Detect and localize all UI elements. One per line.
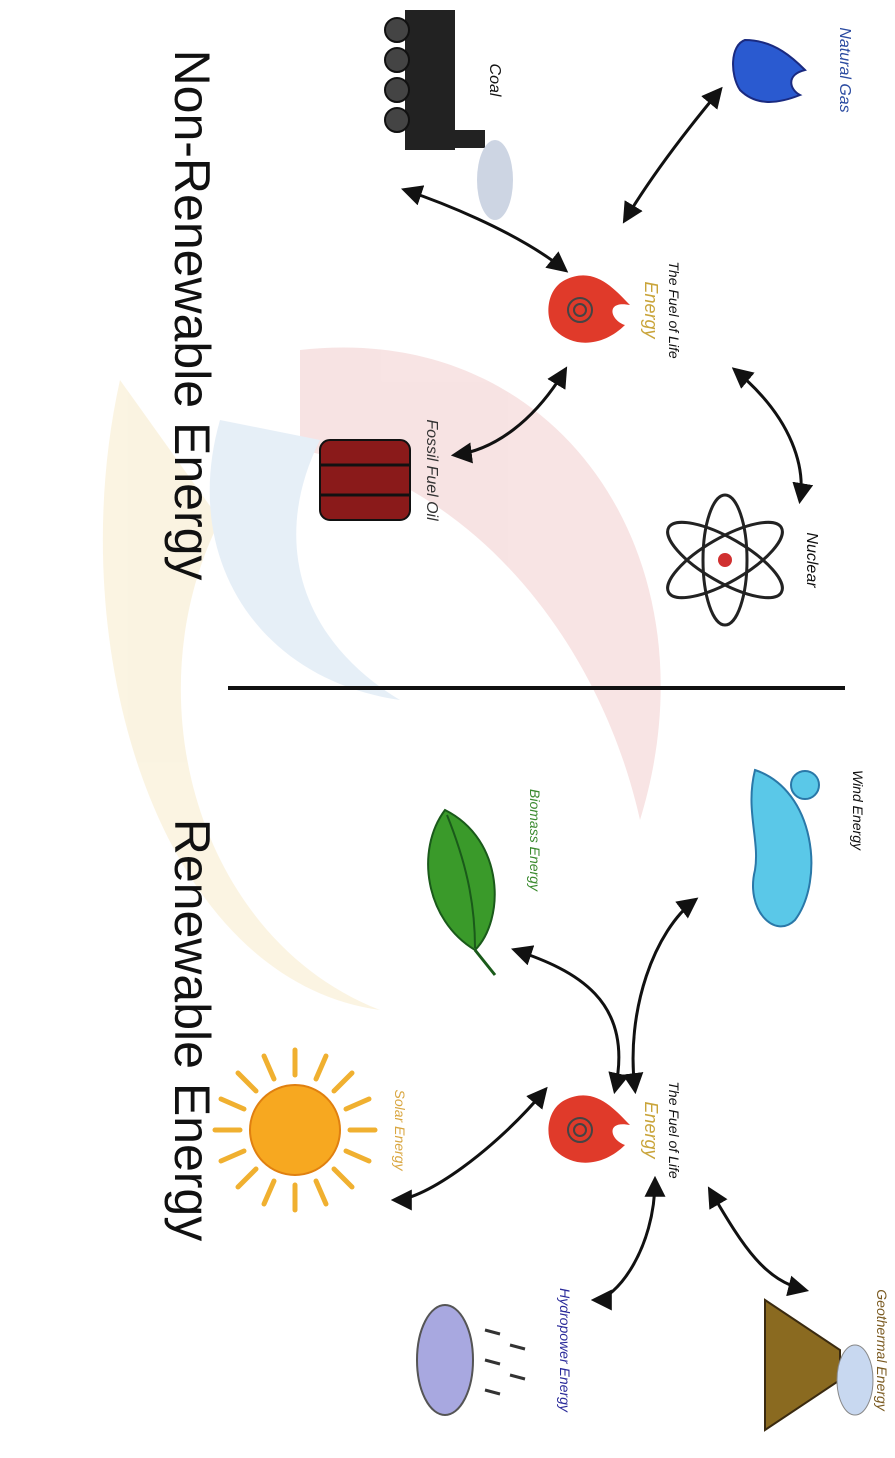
title-renewable: Renewable Energy	[164, 819, 220, 1242]
non-renewable-hub: Energy The Fuel of Life	[548, 261, 682, 358]
renewable-hub: Energy The Fuel of Life	[548, 1081, 682, 1178]
nuclear-source: Nuclear	[658, 495, 820, 625]
atom-icon	[658, 495, 793, 625]
wind-label: Wind Energy	[850, 770, 866, 851]
title-non-renewable: Non-Renewable Energy	[164, 50, 220, 581]
coal-label: Coal	[486, 64, 503, 97]
gas-flame-icon	[733, 40, 805, 102]
sun-icon	[215, 1050, 375, 1210]
geothermal-label: Geothermal Energy	[874, 1289, 890, 1411]
nuclear-label: Nuclear	[803, 532, 820, 588]
natural-gas-source: Natural Gas	[733, 27, 853, 112]
flame-icon	[548, 275, 630, 342]
rain-cloud-icon	[417, 1305, 525, 1415]
solar-label: Solar Energy	[392, 1090, 408, 1172]
biomass-source: Biomass Energy	[428, 789, 543, 975]
natural-gas-label: Natural Gas	[836, 27, 853, 112]
renewable-hub-sublabel: The Fuel of Life	[666, 1081, 682, 1178]
flame-icon	[548, 1095, 630, 1162]
biomass-label: Biomass Energy	[527, 789, 543, 892]
arrow-nuclear	[735, 370, 801, 500]
leaf-icon	[428, 810, 495, 975]
geothermal-source: Geothermal Energy	[765, 1289, 890, 1430]
arrow-biomass	[515, 950, 619, 1090]
coal-source: Coal	[385, 10, 513, 220]
arrow-hydro	[595, 1180, 655, 1300]
hydro-source: Hydropower Energy	[417, 1288, 573, 1415]
wind-source: Wind Energy	[751, 770, 866, 926]
non-renewable-hub-sublabel: The Fuel of Life	[666, 261, 682, 358]
arrow-natural-gas	[625, 90, 720, 220]
arrow-solar	[395, 1090, 545, 1200]
renewable-hub-label: Energy	[641, 1101, 661, 1159]
non-renewable-hub-label: Energy	[641, 281, 661, 339]
hydro-label: Hydropower Energy	[557, 1288, 573, 1413]
oil-label: Fossil Fuel Oil	[423, 419, 440, 521]
arrow-geothermal	[710, 1190, 805, 1290]
oil-barrel-icon	[320, 440, 410, 520]
volcano-icon	[765, 1300, 873, 1430]
steam-train-icon	[385, 10, 513, 220]
solar-source: Solar Energy	[215, 1050, 408, 1210]
arrow-wind	[633, 900, 695, 1090]
wind-icon	[751, 770, 819, 926]
